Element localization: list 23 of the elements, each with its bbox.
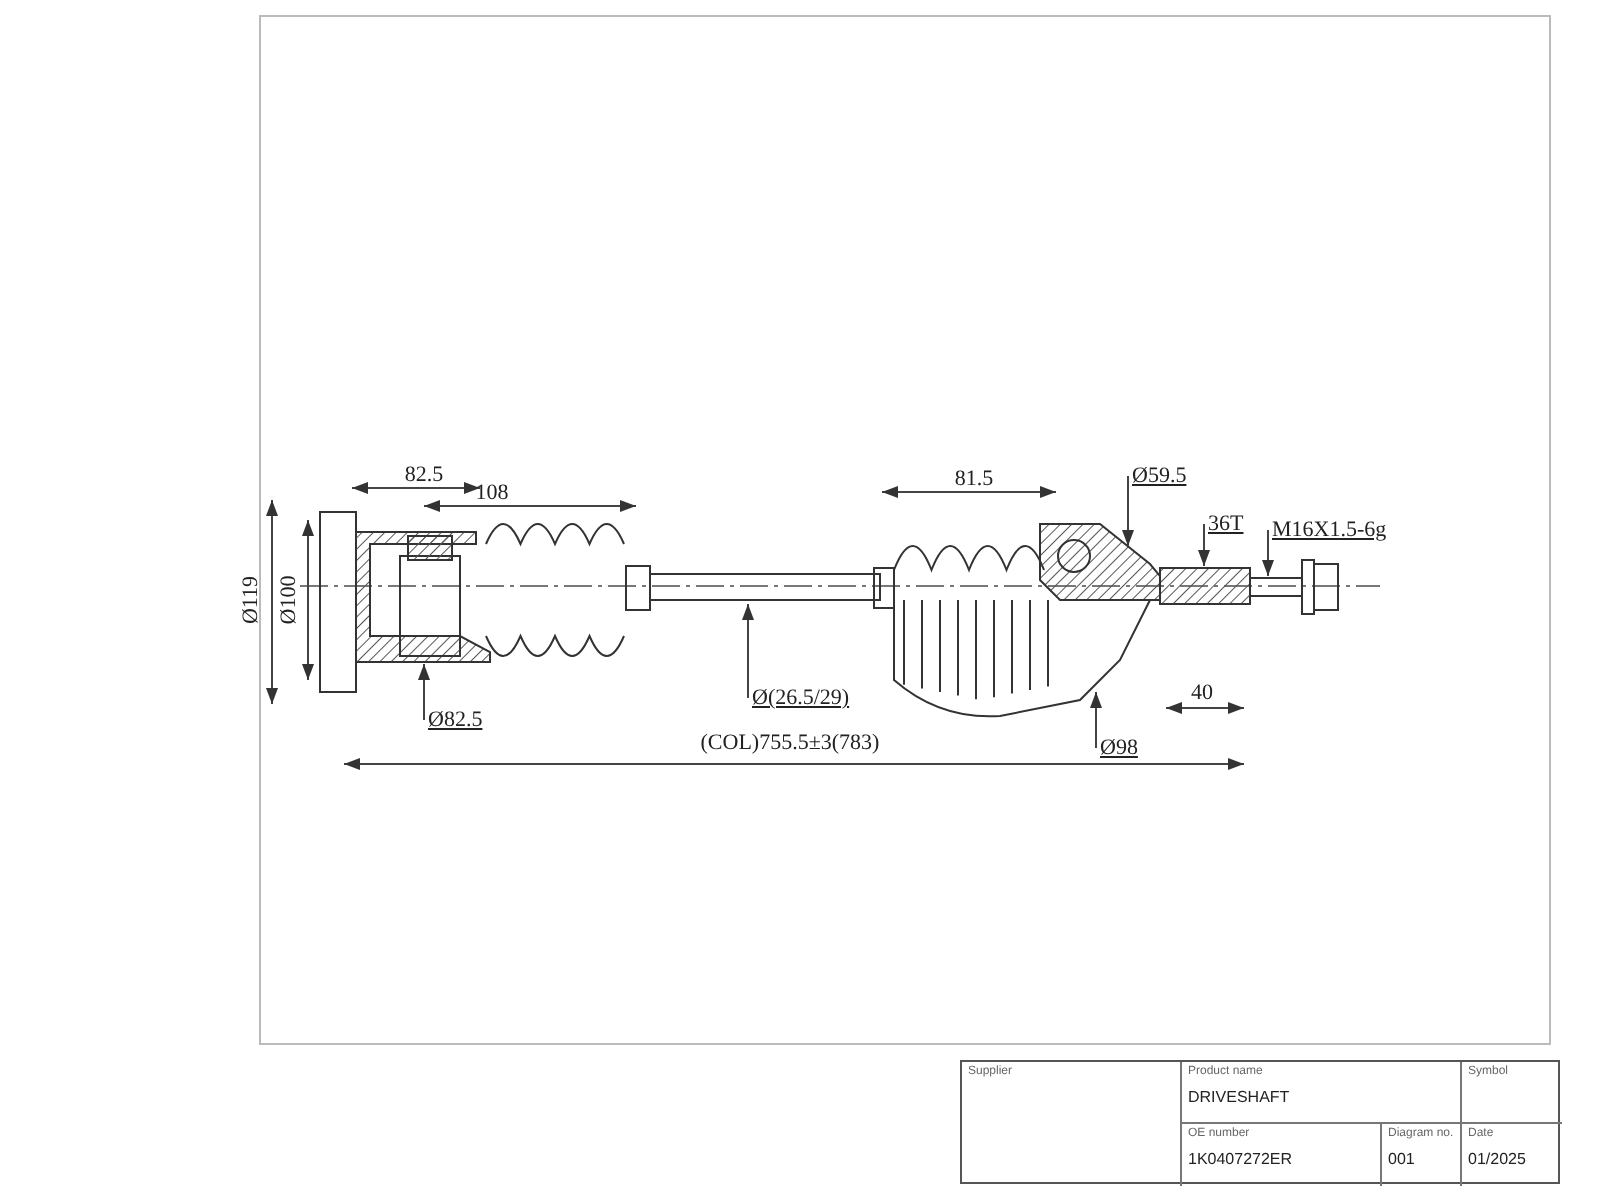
dimension-label: Ø100 xyxy=(279,575,301,625)
callout-label: M16X1.5-6g xyxy=(1272,518,1387,542)
field-value: 01/2025 xyxy=(1468,1150,1528,1168)
leader-line xyxy=(1198,523,1210,567)
callout-label: Ø(26.5/29) xyxy=(752,686,850,710)
leader-line xyxy=(1090,691,1102,749)
callout-label: Ø59.5 xyxy=(1132,464,1187,488)
callout-label: Ø98 xyxy=(1100,736,1138,760)
callout-label: Ø82.5 xyxy=(428,708,483,732)
dimension-label: 40 xyxy=(1191,683,1213,705)
field-value: 001 xyxy=(1388,1150,1417,1168)
dimension-label: 108 xyxy=(475,483,509,505)
leader-line xyxy=(418,663,430,721)
dimension-label: Ø119 xyxy=(241,575,263,625)
field-value: DRIVESHAFT xyxy=(1188,1088,1292,1106)
leader-line xyxy=(742,603,754,699)
callout-label: 36T xyxy=(1208,512,1244,536)
dimension-label: 82.5 xyxy=(404,465,444,487)
field-value: 1K0407272ER xyxy=(1188,1150,1295,1168)
leader-line xyxy=(1122,475,1134,547)
dimension-label: (COL)755.5±3(783) xyxy=(700,733,880,755)
leader-line xyxy=(1262,529,1274,577)
dimension-label: 81.5 xyxy=(954,469,994,491)
